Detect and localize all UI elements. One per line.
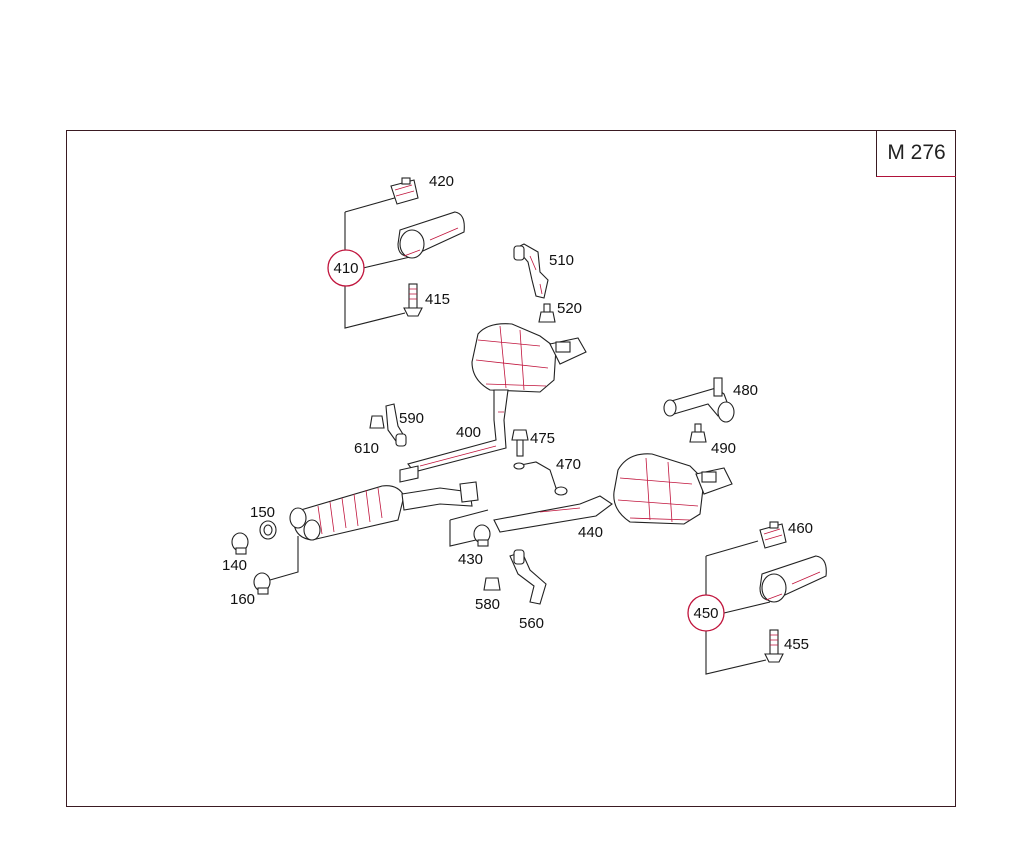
label-490: 490 — [711, 440, 736, 457]
part-590-bracket — [385, 403, 407, 447]
callout-410: 410 — [333, 260, 358, 277]
part-140-clamp — [231, 532, 249, 555]
label-610: 610 — [354, 440, 379, 457]
label-455: 455 — [784, 636, 809, 653]
callout-450-circle — [687, 594, 725, 632]
part-400-pipe — [399, 389, 509, 483]
part-160-clamp — [253, 536, 299, 595]
part-420-clip — [390, 177, 419, 205]
label-430: 430 — [458, 551, 483, 568]
part-520-nut — [538, 303, 556, 323]
label-160: 160 — [230, 591, 255, 608]
label-475: 475 — [530, 430, 555, 447]
group-410: 410 420 415 — [327, 173, 465, 329]
label-420: 420 — [429, 173, 454, 190]
part-580-nut — [483, 577, 501, 591]
label-440: 440 — [578, 524, 603, 541]
label-140: 140 — [222, 557, 247, 574]
label-560: 560 — [519, 615, 544, 632]
label-460: 460 — [788, 520, 813, 537]
group-450: 450 460 455 — [687, 520, 827, 675]
diagram-frame — [66, 130, 956, 807]
part-rear-muffler-right — [613, 453, 733, 525]
part-510-hanger — [513, 243, 549, 299]
part-475-bolt — [511, 429, 529, 457]
callout-450: 450 — [693, 605, 718, 622]
part-455-bolt — [764, 629, 784, 663]
part-410-tailpipe — [397, 211, 465, 259]
label-470: 470 — [556, 456, 581, 473]
part-490-nut — [689, 423, 707, 443]
label-480: 480 — [733, 382, 758, 399]
label-520: 520 — [557, 300, 582, 317]
part-470-rod — [513, 461, 568, 496]
part-front-catalyst — [289, 481, 479, 541]
label-580: 580 — [475, 596, 500, 613]
part-415-bolt — [403, 283, 423, 317]
model-badge: M 276 — [876, 130, 956, 177]
callout-410-circle — [327, 249, 365, 287]
label-150: 150 — [250, 504, 275, 521]
part-610-nut — [369, 415, 385, 429]
label-510: 510 — [549, 252, 574, 269]
part-560-bracket — [509, 549, 547, 605]
label-400: 400 — [456, 424, 481, 441]
part-460-clip — [759, 521, 787, 549]
part-rear-muffler-left — [471, 323, 587, 393]
part-430-clamp — [449, 509, 491, 547]
label-415: 415 — [425, 291, 450, 308]
part-440-pipe — [493, 495, 613, 533]
part-450-tailpipe — [759, 555, 827, 603]
label-590: 590 — [399, 410, 424, 427]
part-480-bracket — [663, 377, 735, 423]
part-150-ring — [259, 520, 277, 540]
